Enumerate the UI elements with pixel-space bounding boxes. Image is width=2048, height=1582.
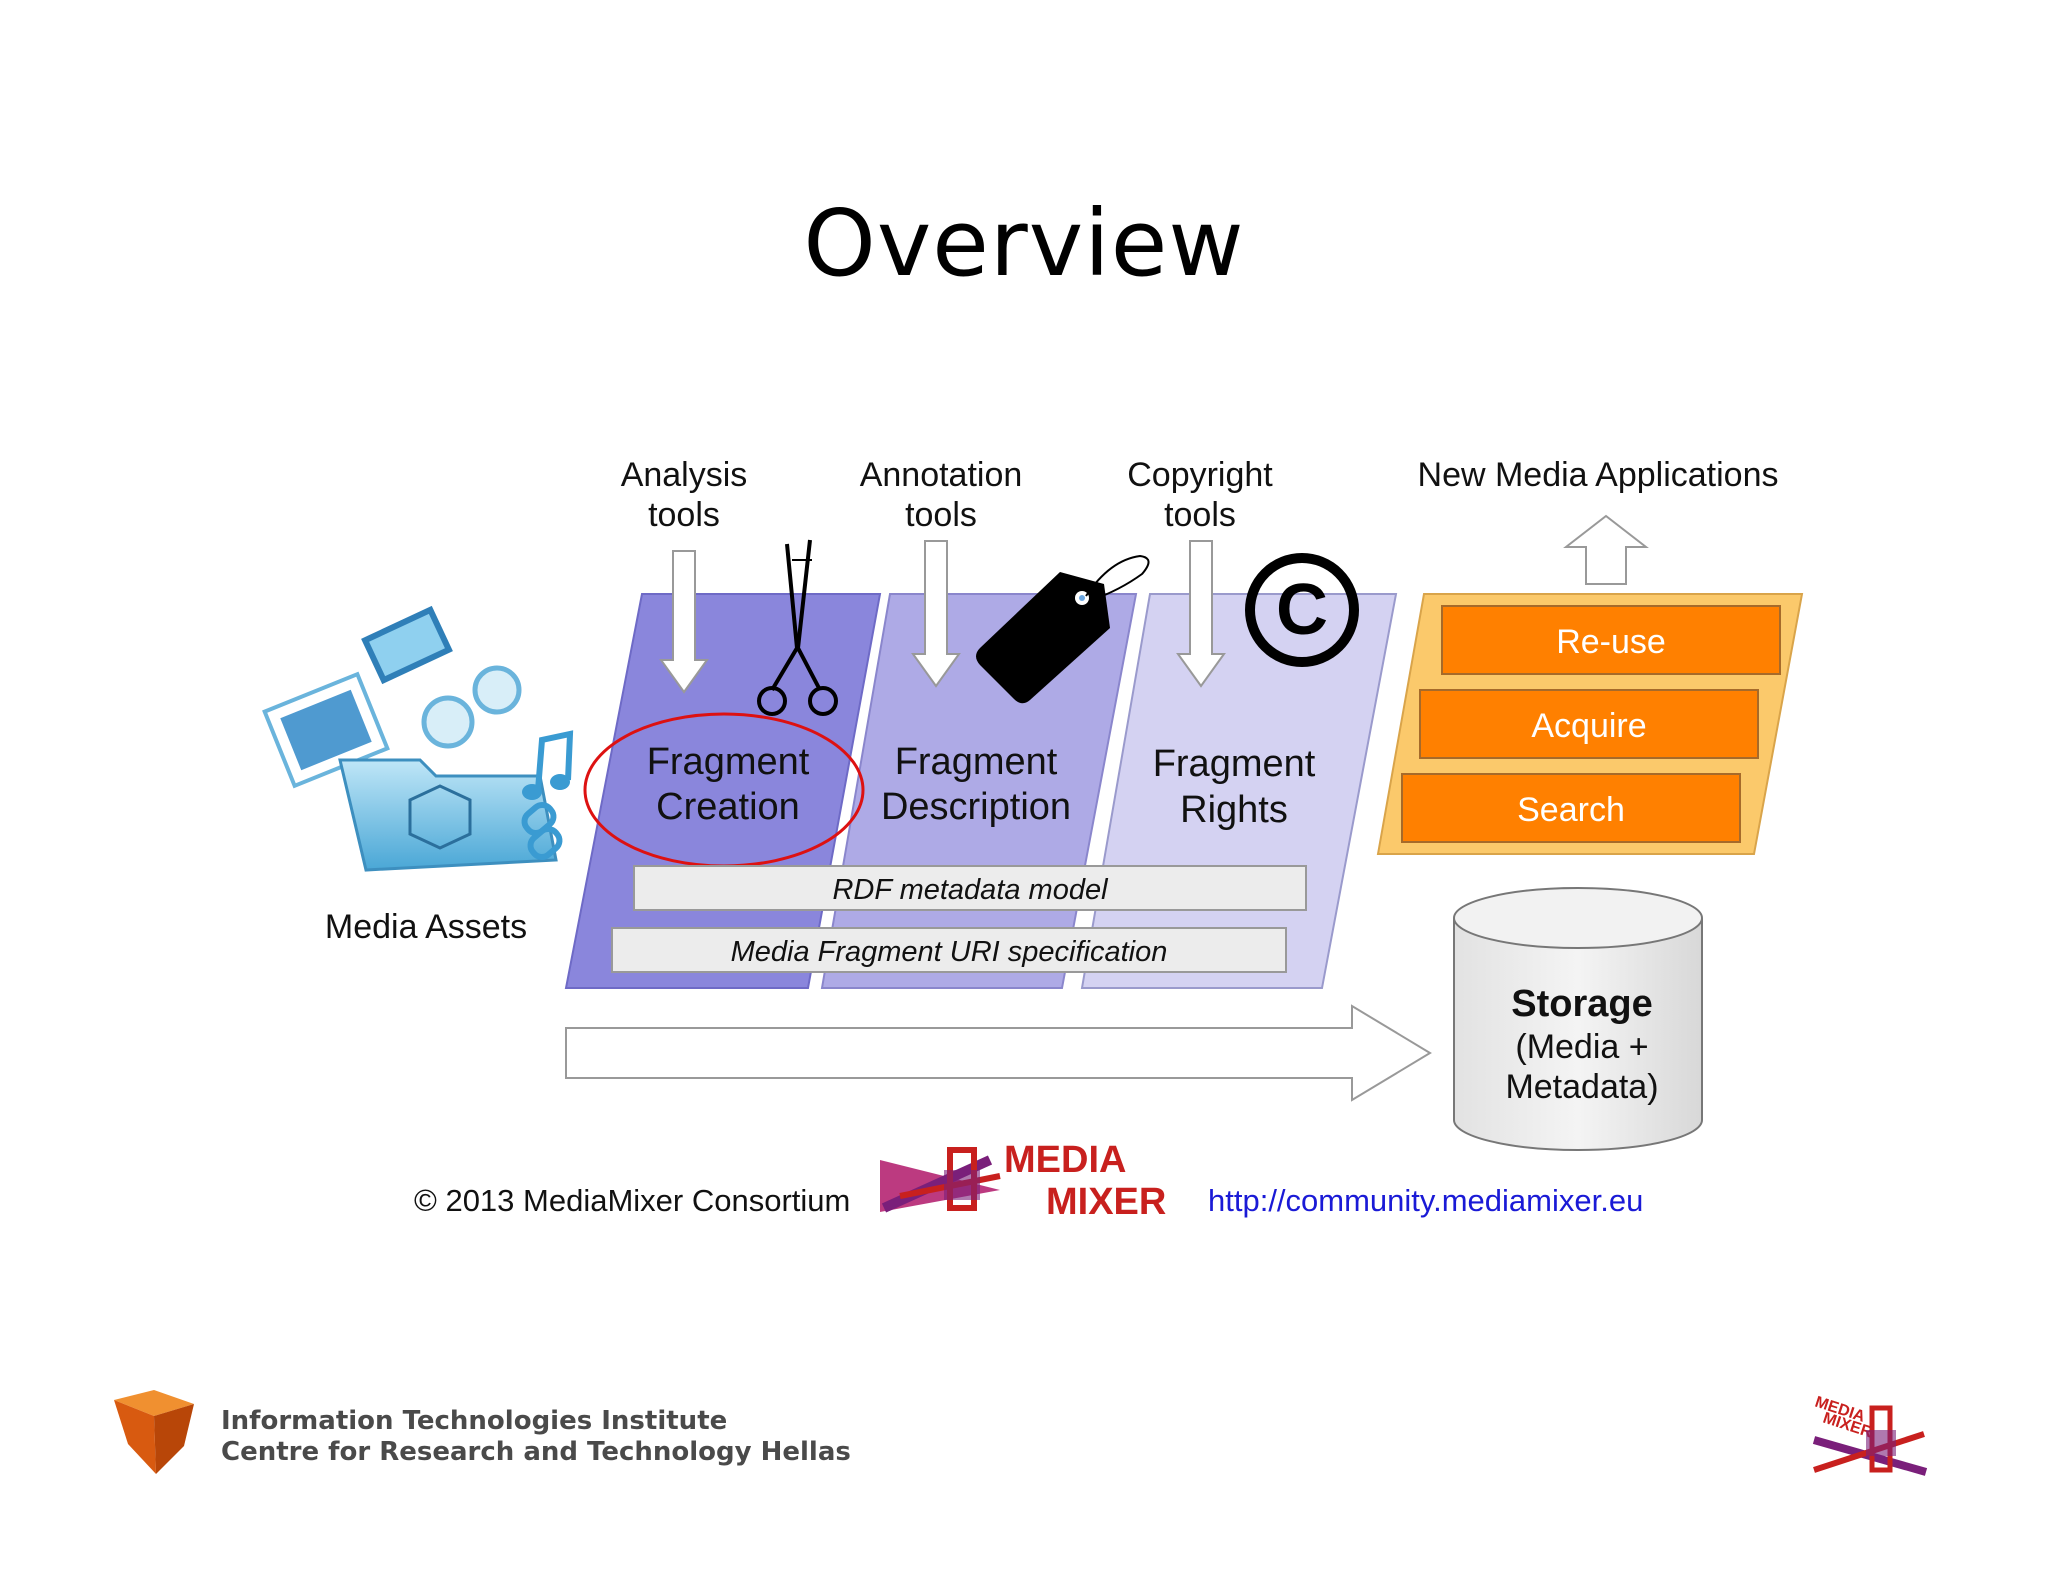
- analysis-tools-label-line1: Analysis: [621, 456, 748, 494]
- analysis-tools-label-line2: tools: [648, 496, 720, 534]
- storage-line2: Metadata): [1505, 1068, 1658, 1106]
- copyright-credit: © 2013 MediaMixer Consortium: [414, 1183, 850, 1218]
- footer-institute-line: Information Technologies Institute: [221, 1406, 728, 1436]
- copyright-icon: C: [1245, 553, 1359, 667]
- search-button[interactable]: [1401, 773, 1741, 843]
- annotation-down-arrow-icon: [911, 540, 961, 688]
- media-assets-folder-icon: [262, 605, 574, 872]
- reuse-button-label: Re-use: [1556, 623, 1666, 661]
- fragment-rights-label-line1: Fragment: [1153, 743, 1316, 785]
- fragment-description-label-line1: Fragment: [895, 741, 1058, 783]
- footer-centre-line: Centre for Research and Technology Hella…: [221, 1437, 851, 1467]
- annotation-tools-label-line1: Annotation: [860, 456, 1023, 494]
- scissors-icon: [757, 539, 838, 716]
- price-tag-icon: [976, 554, 1150, 704]
- mediamixer-logo-line2: MIXER: [1046, 1181, 1166, 1223]
- iti-cube-logo: [114, 1390, 194, 1474]
- storage-cylinder-icon: [1453, 887, 1703, 1151]
- storage-title: Storage: [1511, 983, 1652, 1025]
- media-assets-label: Media Assets: [325, 908, 527, 946]
- media-fragment-uri-bar: [611, 927, 1287, 973]
- reuse-button[interactable]: [1441, 605, 1781, 675]
- new-media-applications-label: New Media Applications: [1418, 456, 1779, 494]
- acquire-button[interactable]: [1419, 689, 1759, 759]
- mediamixer-logo-line1: MEDIA: [1004, 1139, 1126, 1181]
- copyright-tools-label-line1: Copyright: [1127, 456, 1273, 494]
- annotation-tools-label-line2: tools: [905, 496, 977, 534]
- analysis-down-arrow-icon: [659, 550, 709, 694]
- flow-arrow-icon: [565, 1004, 1432, 1102]
- search-button-label: Search: [1517, 791, 1625, 829]
- rdf-metadata-bar: [633, 865, 1307, 911]
- up-arrow-icon: [1563, 514, 1649, 585]
- fragment-rights-label-line2: Rights: [1180, 789, 1288, 831]
- media-fragment-uri-label: Media Fragment URI specification: [731, 936, 1168, 968]
- fragment-creation-label-line2: Creation: [656, 786, 800, 828]
- small-mediamixer-logo: MEDIA MIXER: [1813, 1394, 1928, 1476]
- fragment-creation-label-line1: Fragment: [647, 741, 810, 783]
- slide-title: Overview: [803, 190, 1245, 297]
- copyright-tools-label-line2: tools: [1164, 496, 1236, 534]
- storage-line1: (Media +: [1515, 1028, 1648, 1066]
- rdf-metadata-label: RDF metadata model: [832, 874, 1109, 906]
- acquire-button-label: Acquire: [1531, 707, 1646, 745]
- mediamixer-logo: MEDIA MIXER: [880, 1139, 1166, 1223]
- community-url-link[interactable]: http://community.mediamixer.eu: [1208, 1183, 1643, 1218]
- copyright-down-arrow-icon: [1176, 540, 1226, 688]
- svg-text:C: C: [1276, 570, 1328, 650]
- fragment-description-label-line2: Description: [881, 786, 1071, 828]
